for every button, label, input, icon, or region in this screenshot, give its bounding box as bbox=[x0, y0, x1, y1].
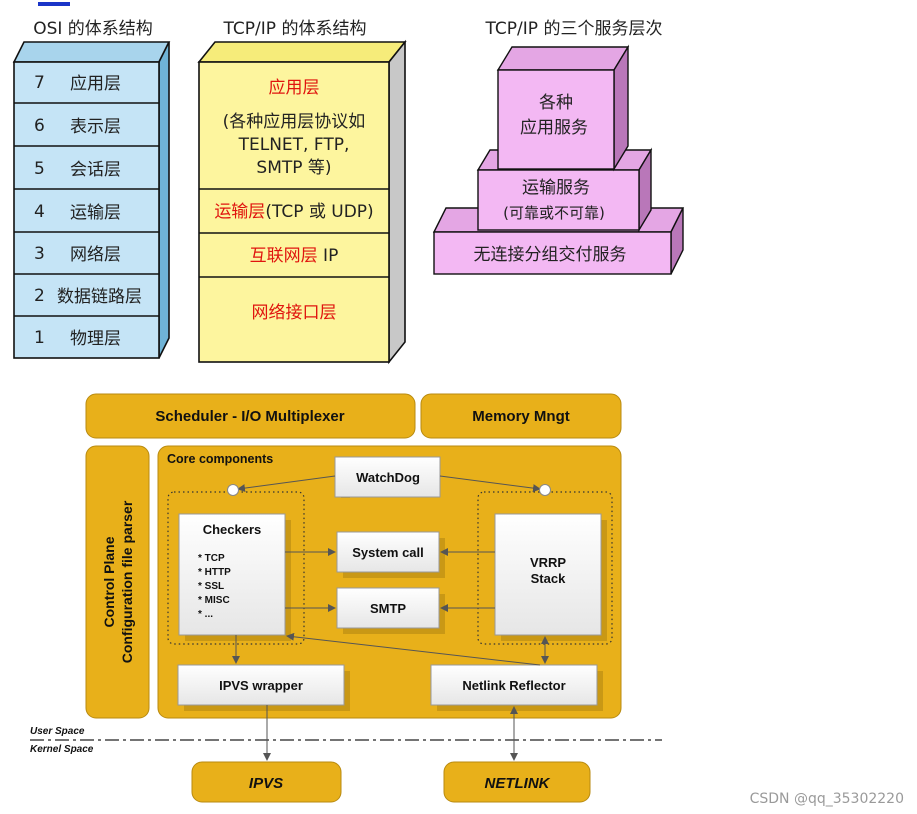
osi-layer-1-name: 物理层 bbox=[70, 329, 121, 349]
tcpip-app-line-3: SMTP 等) bbox=[256, 158, 331, 178]
checker-ssl: * SSL bbox=[198, 581, 224, 592]
service-top-line-2: 应用服务 bbox=[520, 118, 588, 138]
services-title: TCP/IP 的三个服务层次 bbox=[485, 19, 663, 39]
tcpip-title: TCP/IP 的体系结构 bbox=[223, 19, 367, 39]
osi-stack: OSI 的体系结构 7 应用层 6 表示层 5 会话层 4 运输层 3 网络层 … bbox=[12, 19, 171, 359]
checker-http: * HTTP bbox=[198, 567, 231, 578]
keepalived-architecture: Scheduler - I/O Multiplexer Memory Mngt … bbox=[30, 393, 662, 803]
osi-layer-4-name: 运输层 bbox=[70, 203, 121, 223]
tcpip-stack: TCP/IP 的体系结构 应用层 (各种应用层协议如 TELNET, FTP, … bbox=[197, 19, 407, 365]
service-mid-line-1: 运输服务 bbox=[522, 178, 590, 198]
osi-title: OSI 的体系结构 bbox=[33, 19, 153, 39]
system-call-label: System call bbox=[352, 545, 424, 560]
service-pyramid: TCP/IP 的三个服务层次 无连接分组交付服务 运输服务 (可靠或不可靠) 各… bbox=[432, 19, 685, 275]
osi-layer-2-num: 2 bbox=[34, 286, 45, 306]
ipvs-wrapper-label: IPVS wrapper bbox=[219, 678, 303, 693]
osi-layer-3-num: 3 bbox=[34, 244, 45, 264]
osi-layer-6-num: 6 bbox=[34, 116, 45, 136]
watchdog-label: WatchDog bbox=[356, 470, 420, 485]
tcpip-app-line-2: TELNET, FTP, bbox=[238, 135, 350, 155]
checker-tcp: * TCP bbox=[198, 553, 225, 564]
osi-layer-1-num: 1 bbox=[34, 328, 45, 348]
kernel-space-label: Kernel Space bbox=[30, 744, 94, 755]
core-components-label: Core components bbox=[167, 452, 273, 466]
vrrp-line-2: Stack bbox=[531, 571, 566, 586]
vrrp-line-1: VRRP bbox=[530, 555, 566, 570]
control-plane-label: Control Plane bbox=[101, 536, 117, 627]
corner-mark bbox=[38, 2, 70, 6]
netlink-label: NETLINK bbox=[485, 775, 551, 792]
watermark: CSDN @qq_35302220 bbox=[750, 791, 904, 807]
smtp-label: SMTP bbox=[370, 601, 406, 616]
ipvs-label: IPVS bbox=[249, 775, 283, 792]
service-bottom-label: 无连接分组交付服务 bbox=[474, 245, 627, 265]
tcpip-app-label: 应用层 bbox=[269, 78, 320, 98]
checkers-title: Checkers bbox=[203, 522, 262, 537]
checker-more: * ... bbox=[198, 609, 213, 620]
tcpip-internet: 互联网层 IP bbox=[250, 246, 339, 266]
osi-layer-6-name: 表示层 bbox=[70, 117, 121, 137]
osi-layer-2-name: 数据链路层 bbox=[57, 287, 142, 307]
tcpip-netif-label: 网络接口层 bbox=[252, 303, 337, 323]
tcpip-transport: 运输层(TCP 或 UDP) bbox=[214, 202, 373, 222]
tcpip-app-line-1: (各种应用层协议如 bbox=[223, 112, 366, 132]
osi-layer-3-name: 网络层 bbox=[70, 245, 121, 265]
user-space-label: User Space bbox=[30, 726, 85, 737]
osi-layer-5-num: 5 bbox=[34, 159, 45, 179]
checker-misc: * MISC bbox=[198, 595, 230, 606]
memory-label: Memory Mngt bbox=[472, 408, 570, 425]
service-mid-line-2: (可靠或不可靠) bbox=[503, 204, 605, 222]
osi-layer-5-name: 会话层 bbox=[70, 160, 121, 180]
service-top-line-1: 各种 bbox=[539, 93, 573, 113]
osi-layer-7-num: 7 bbox=[34, 73, 45, 93]
osi-layer-4-num: 4 bbox=[34, 202, 45, 222]
config-parser-label: Configuration file parser bbox=[119, 500, 135, 663]
scheduler-label: Scheduler - I/O Multiplexer bbox=[155, 408, 344, 425]
netlink-reflector-label: Netlink Reflector bbox=[462, 678, 565, 693]
osi-layer-7-name: 应用层 bbox=[70, 74, 121, 94]
